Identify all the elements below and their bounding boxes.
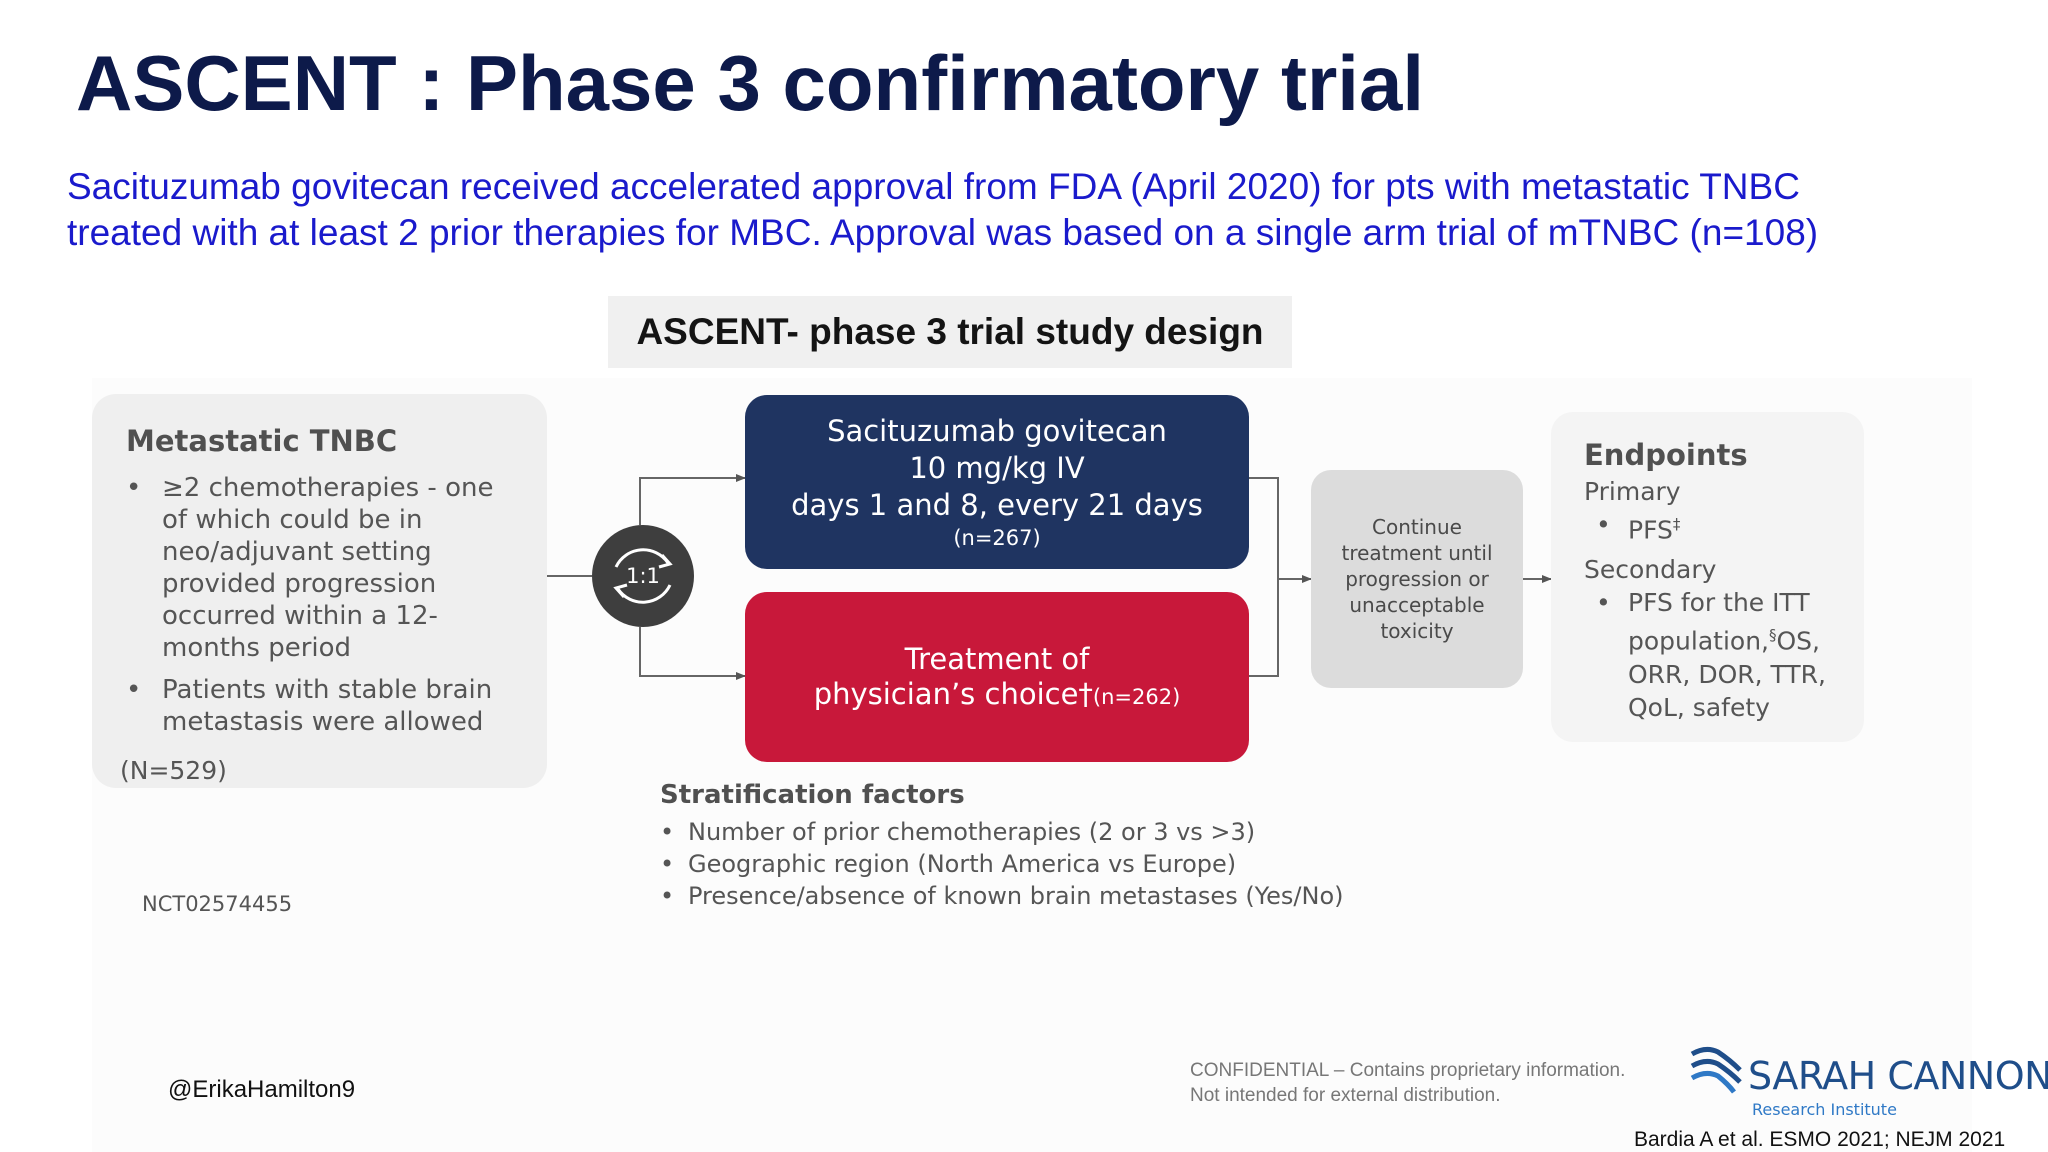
stratification-item: •Geographic region (North America vs Eur… xyxy=(660,850,1237,878)
secondary-endpoint-text-b: OS, ORR, DOR, TTR, QoL, safety xyxy=(1628,626,1826,722)
stratification-item-text: Number of prior chemotherapies (2 or 3 v… xyxy=(688,818,1256,846)
stratification-item: •Number of prior chemotherapies (2 or 3 … xyxy=(660,818,1256,846)
continue-text-line: progression or xyxy=(1345,567,1489,591)
continue-text-line: Continue xyxy=(1372,515,1462,539)
sg-arm-n: (n=267) xyxy=(953,526,1041,550)
stratification-item-text: Geographic region (North America vs Euro… xyxy=(688,850,1237,878)
tpc-arm-n: (n=262) xyxy=(1092,685,1181,709)
sg-arm-dose: 10 mg/kg IV xyxy=(909,451,1085,485)
subtitle-line-2: treated with at least 2 prior therapies … xyxy=(67,212,1819,253)
endpoints-box: Endpoints Primary •PFS‡ Secondary •PFS f… xyxy=(1551,412,1864,742)
population-bullet-text: ≥2 chemotherapies - one of which could b… xyxy=(162,473,494,663)
randomization-cycle-icon xyxy=(592,525,694,627)
stratification-item: •Presence/absence of known brain metasta… xyxy=(660,882,1344,910)
secondary-label: Secondary xyxy=(1584,555,1717,585)
trial-id: NCT02574455 xyxy=(142,892,293,916)
confidential-line-2: Not intended for external distribution. xyxy=(1190,1085,1501,1106)
population-bullet: •≥2 chemotherapies - one of which could … xyxy=(126,472,521,664)
logo-name: SARAH CANNON xyxy=(1748,1054,2048,1098)
secondary-footnote-mark: § xyxy=(1768,626,1777,645)
primary-label: Primary xyxy=(1584,477,1681,506)
continue-treatment-box: Continue treatment until progression or … xyxy=(1311,470,1523,688)
subtitle-line-1: Sacituzumab govitecan received accelerat… xyxy=(67,166,1800,207)
sacituzumab-arm-box: Sacituzumab govitecan 10 mg/kg IV days 1… xyxy=(745,395,1249,569)
primary-endpoint: •PFS‡ xyxy=(1596,510,1681,545)
population-bullet-text: Patients with stable brain metastasis we… xyxy=(162,675,493,737)
slide-title: ASCENT : Phase 3 confirmatory trial xyxy=(76,39,1425,127)
secondary-endpoint-text-a: PFS for the ITT population, xyxy=(1628,588,1810,656)
logo-subtitle: Research Institute xyxy=(1752,1100,1897,1119)
tpc-arm-line1: Treatment of xyxy=(904,642,1090,676)
citation: Bardia A et al. ESMO 2021; NEJM 2021 xyxy=(1634,1128,2006,1151)
design-title-box xyxy=(608,296,1292,368)
continue-text-line: toxicity xyxy=(1380,619,1454,643)
endpoints-heading: Endpoints xyxy=(1584,438,1748,472)
primary-footnote-mark: ‡ xyxy=(1672,515,1681,533)
population-n: (N=529) xyxy=(120,756,227,785)
stratification-factors: Stratification factors •Number of prior … xyxy=(660,780,1344,912)
design-title: ASCENT- phase 3 trial study design xyxy=(636,311,1264,352)
stratification-heading: Stratification factors xyxy=(660,780,965,810)
population-heading: Metastatic TNBC xyxy=(126,424,398,458)
sg-arm-drug: Sacituzumab govitecan xyxy=(827,414,1167,448)
sg-arm-schedule: days 1 and 8, every 21 days xyxy=(791,488,1203,522)
population-bullet: •Patients with stable brain metastasis w… xyxy=(126,674,521,738)
randomization-ratio: 1:1 xyxy=(626,564,660,588)
continue-text-line: unacceptable xyxy=(1349,593,1485,617)
connector-sg-merge xyxy=(1249,477,1279,677)
population-box: Metastatic TNBC •≥2 chemotherapies - one… xyxy=(92,394,547,788)
secondary-endpoint: •PFS for the ITT population,§OS, ORR, DO… xyxy=(1596,588,1826,722)
connector-randomize-to-sg xyxy=(639,474,746,525)
stratification-item-text: Presence/absence of known brain metastas… xyxy=(688,882,1344,910)
primary-endpoint-text: PFS xyxy=(1628,515,1673,545)
connector-randomize-to-tpc xyxy=(639,627,746,680)
tpc-arm-line2: physician’s choice† xyxy=(813,677,1093,711)
physician-choice-arm-box: Treatment of physician’s choice†(n=262) xyxy=(745,592,1249,762)
continue-text-line: treatment until xyxy=(1341,541,1493,565)
sarah-cannon-logo-icon xyxy=(1688,1044,1744,1096)
confidential-line-1: CONFIDENTIAL – Contains proprietary info… xyxy=(1190,1060,1626,1081)
author-handle: @ErikaHamilton9 xyxy=(168,1076,356,1103)
